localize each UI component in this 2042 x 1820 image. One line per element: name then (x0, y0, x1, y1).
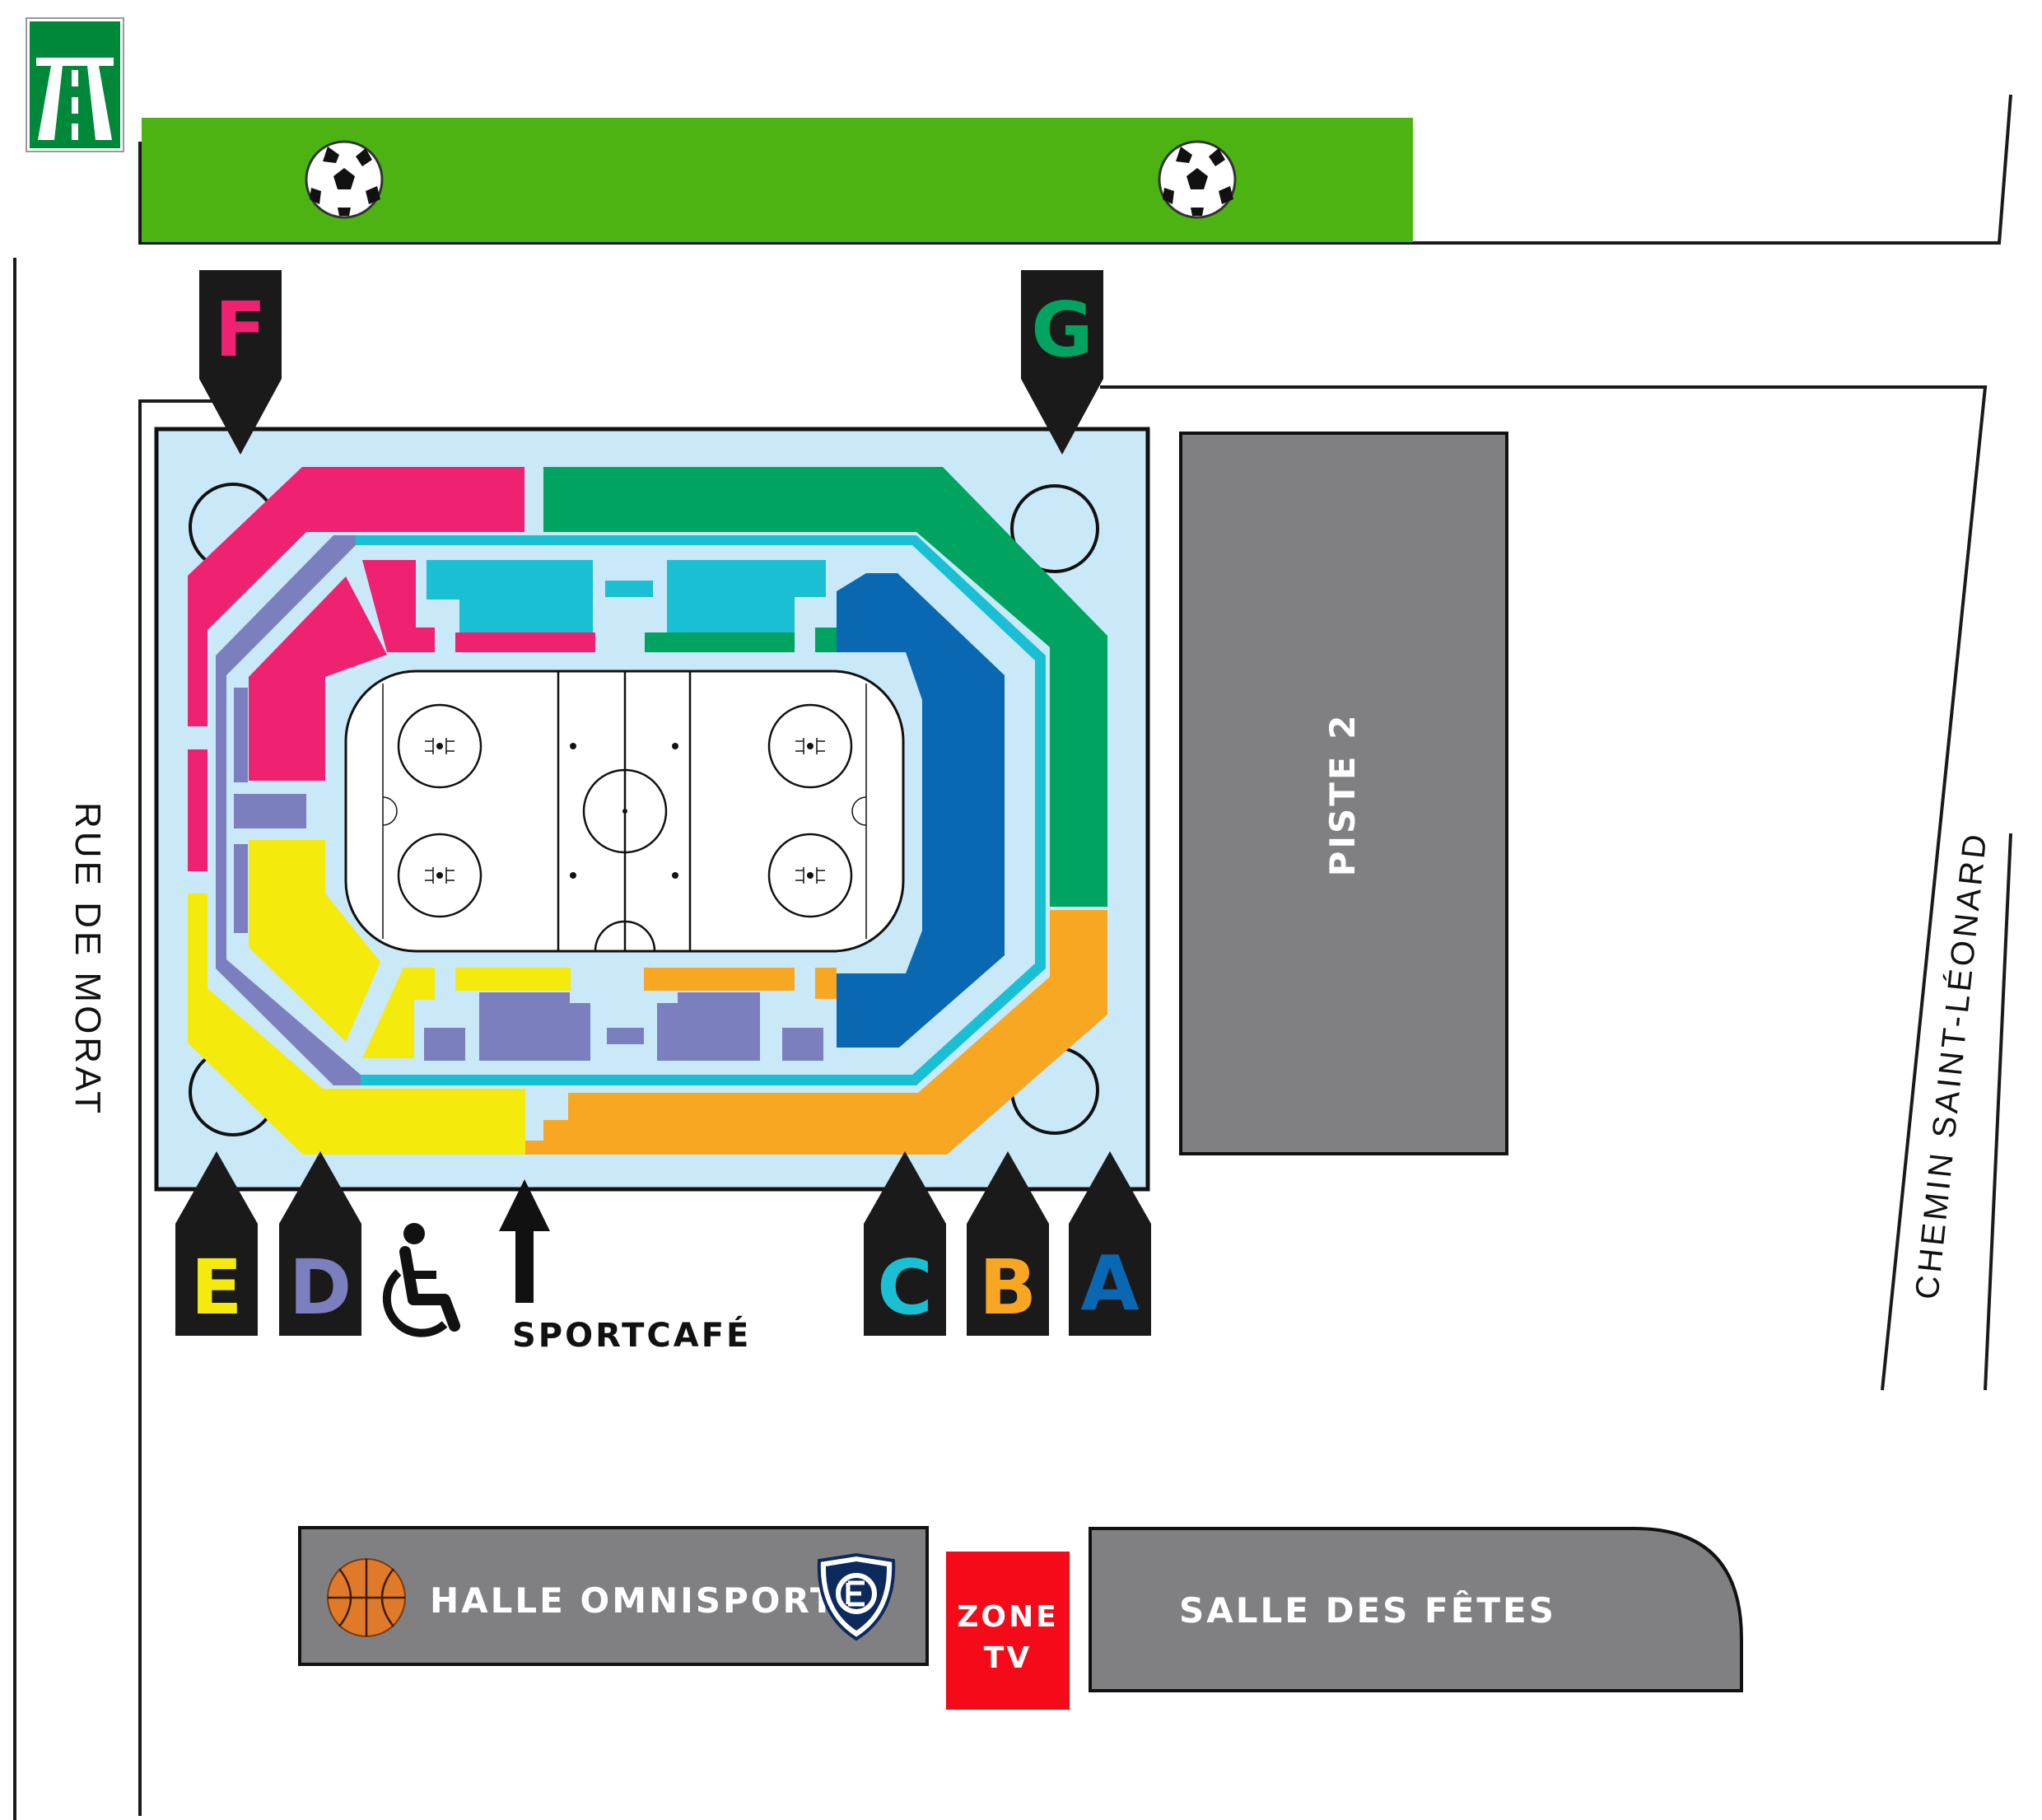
entrance-letter-c: C (877, 1244, 933, 1332)
section-yellow-inner-left (249, 840, 380, 1042)
soccer-ball-icon (305, 140, 384, 219)
section-orange-inner-strip (644, 968, 795, 991)
section-purple-west-2 (234, 794, 306, 828)
section-pink-inner-top (362, 560, 435, 652)
salle-des-fetes-building (1089, 1527, 1743, 1692)
section-green-inner-small (815, 628, 837, 652)
halle-omnisport-label: HALLE OMNISPORT (430, 1580, 837, 1621)
entrance-letter-e: E (191, 1244, 243, 1332)
entrance-letter-g: G (1031, 286, 1093, 374)
section-green-inner-strip (645, 632, 795, 652)
section-pink-side (188, 749, 207, 871)
entrance-marker-e[interactable]: E (175, 1151, 258, 1336)
ice-rink (344, 670, 905, 953)
section-orange-inner-small (815, 968, 837, 999)
street-lines (13, 94, 2012, 1820)
piste-2-building (1179, 432, 1508, 1155)
section-cyan-inner-mid (605, 581, 653, 597)
entrance-letter-a: A (1080, 1239, 1139, 1328)
entrance-marker-a[interactable]: A (1069, 1151, 1151, 1336)
section-purple-west-3 (234, 844, 248, 933)
wheelchair-icon (382, 1223, 460, 1337)
entrance-marker-g[interactable]: G (1021, 270, 1103, 455)
club-shield-icon (817, 1552, 896, 1641)
section-pink-inner-left (249, 576, 387, 781)
street-label-chemin-saint-leonard: CHEMIN SAINT-LÉONARD (1908, 829, 1993, 1301)
entrance-marker-b[interactable]: B (967, 1151, 1049, 1336)
entrance-marker-f[interactable]: F (199, 270, 282, 455)
section-green-outer (543, 467, 1107, 907)
section-yellow-inner-strip (455, 968, 571, 991)
motorway-icon (26, 17, 124, 152)
zone-tv-label-line1: ZONE (957, 1600, 1058, 1634)
section-pink-inner-strip (455, 632, 595, 652)
section-cyan-inner-ne (667, 560, 826, 632)
entrance-marker-d[interactable]: D (279, 1151, 361, 1336)
section-cyan-inner-nw (427, 560, 593, 632)
section-orange-outer (525, 910, 1107, 1155)
zone-tv-label-line2: TV (984, 1641, 1032, 1675)
section-yellow-inner-bottom (362, 968, 435, 1058)
entrance-letter-f: F (215, 286, 267, 374)
salle-des-fetes-label: SALLE DES FÊTES (1179, 1589, 1556, 1631)
soccer-ball-icon (1158, 140, 1237, 219)
entrance-marker-c[interactable]: C (864, 1151, 946, 1336)
zone-tv-box (946, 1552, 1070, 1710)
section-purple-west-1 (234, 688, 248, 782)
entrance-letter-b: B (979, 1244, 1037, 1332)
street-label-rue-de-morat: RUE DE MORAT (68, 802, 108, 1117)
section-blue-east (837, 573, 1005, 1048)
piste-2-label: PISTE 2 (1322, 713, 1363, 877)
entrance-letter-d: D (289, 1244, 352, 1332)
sportcafe-label: SPORTCAFÉ (512, 1315, 751, 1355)
section-yellow-outer (188, 894, 525, 1155)
section-pink-outer (188, 467, 524, 726)
section-purple-south (424, 992, 823, 1061)
sportcafe-arrow (499, 1179, 550, 1303)
section-cyan-ring (356, 535, 1046, 1085)
basketball-icon (327, 1558, 406, 1637)
